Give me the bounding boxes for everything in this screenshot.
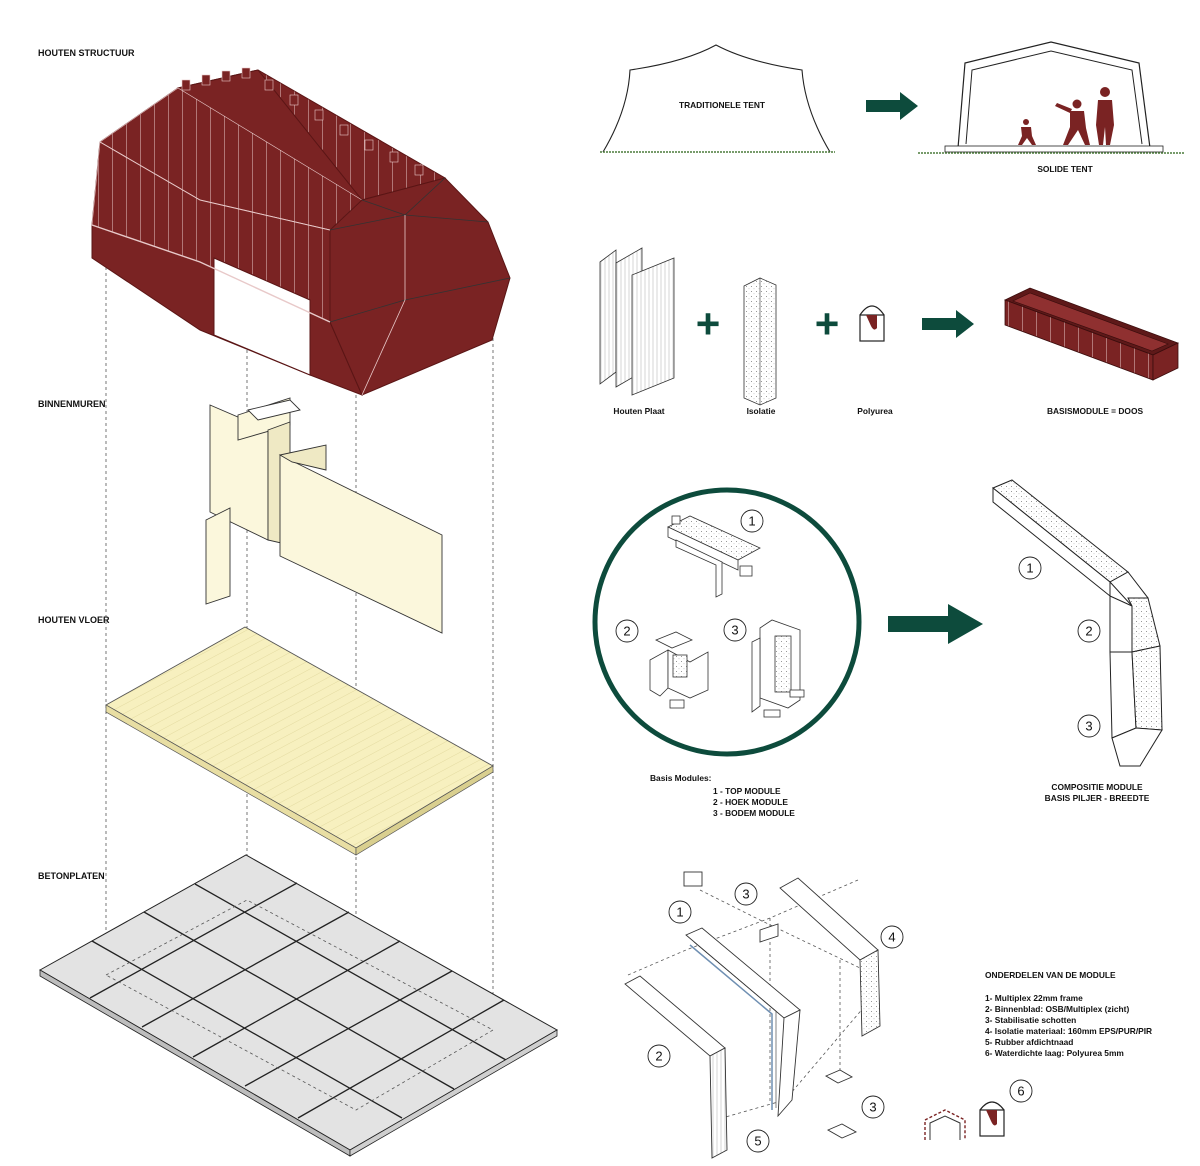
parts-item: 1- Multiplex 22mm frame bbox=[985, 993, 1083, 1003]
bottom-module-icon bbox=[751, 619, 805, 718]
plus-icon: + bbox=[815, 300, 840, 347]
part-callouts: 1 2 3 4 3 5 6 bbox=[647, 882, 1033, 1153]
wooden-structure-shell bbox=[91, 67, 511, 396]
label-binnenmuren: BINNENMUREN bbox=[38, 399, 106, 409]
parts-item: 3- Stabilisatie schotten bbox=[985, 1015, 1076, 1025]
parts-item: 4- Isolatie materiaal: 160mm EPS/PUR/PIR bbox=[985, 1026, 1152, 1036]
part-callout: 3 bbox=[869, 1100, 876, 1115]
part-callout: 3 bbox=[742, 887, 749, 902]
part-callout: 5 bbox=[754, 1134, 761, 1149]
composite-label-1: COMPOSITIE MODULE bbox=[1051, 782, 1143, 792]
label-houten-vloer: HOUTEN VLOER bbox=[38, 615, 110, 625]
traditional-tent: TRADITIONELE TENT bbox=[600, 44, 835, 153]
module-callout-3: 3 bbox=[731, 623, 738, 638]
part-callout: 2 bbox=[655, 1049, 662, 1064]
top-module-icon bbox=[667, 515, 761, 598]
solid-tent: SOLIDE TENT bbox=[918, 41, 1184, 174]
part-callout: 4 bbox=[888, 930, 895, 945]
composite-callout-2: 2 bbox=[1085, 624, 1092, 639]
module-callout-1: 1 bbox=[748, 514, 755, 529]
insulation-panel-icon bbox=[743, 277, 777, 406]
label-houten-plaat: Houten Plaat bbox=[613, 406, 664, 416]
composite-callout-1: 1 bbox=[1026, 561, 1033, 576]
legend-top-module: 1 - TOP MODULE bbox=[713, 786, 781, 796]
polyurea-bucket-icon bbox=[859, 305, 885, 342]
basic-modules-circle: 1 2 3 bbox=[592, 487, 862, 757]
base-module-box-icon bbox=[1003, 287, 1180, 381]
traditional-tent-label: TRADITIONELE TENT bbox=[679, 100, 766, 110]
arrow-right-icon bbox=[888, 604, 983, 644]
plus-icon: + bbox=[696, 300, 721, 347]
composite-module bbox=[992, 479, 1163, 767]
concrete-slabs bbox=[38, 854, 559, 1157]
parts-item: 6- Waterdichte laag: Polyurea 5mm bbox=[985, 1048, 1124, 1058]
composite-callout-3: 3 bbox=[1085, 719, 1092, 734]
label-polyurea: Polyurea bbox=[857, 406, 893, 416]
legend-title: Basis Modules: bbox=[650, 773, 711, 783]
label-betonplaten: BETONPLATEN bbox=[38, 871, 105, 881]
polyurea-layer-icon bbox=[924, 1101, 1005, 1140]
part-callout: 1 bbox=[676, 905, 683, 920]
legend-hoek-module: 2 - HOEK MODULE bbox=[713, 797, 788, 807]
parts-item: 5- Rubber afdichtnaad bbox=[985, 1037, 1073, 1047]
legend-bodem-module: 3 - BODEM MODULE bbox=[713, 808, 795, 818]
module-exploded-view bbox=[624, 871, 881, 1159]
wooden-plates-icon bbox=[599, 247, 675, 396]
corner-module-icon bbox=[649, 631, 709, 709]
composite-label-2: BASIS PILJER - BREEDTE bbox=[1045, 793, 1150, 803]
label-basismodule: BASISMODULE = DOOS bbox=[1047, 406, 1144, 416]
wooden-floor bbox=[105, 626, 494, 856]
parts-title: ONDERDELEN VAN DE MODULE bbox=[985, 970, 1116, 980]
label-isolatie: Isolatie bbox=[747, 406, 776, 416]
interior-walls bbox=[205, 397, 443, 634]
parts-item: 2- Binnenblad: OSB/Multiplex (zicht) bbox=[985, 1004, 1129, 1014]
arrow-right-icon bbox=[866, 92, 918, 120]
solid-tent-label: SOLIDE TENT bbox=[1037, 164, 1093, 174]
arrow-right-icon bbox=[922, 310, 974, 338]
module-callout-2: 2 bbox=[623, 624, 630, 639]
label-houten-structuur: HOUTEN STRUCTUUR bbox=[38, 48, 135, 58]
part-callout: 6 bbox=[1017, 1084, 1024, 1099]
